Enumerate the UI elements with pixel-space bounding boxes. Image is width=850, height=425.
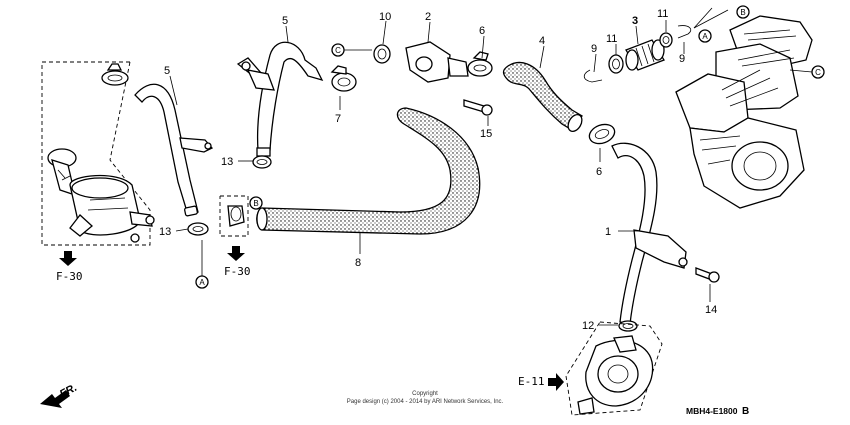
o-ring-13-middle	[252, 155, 272, 169]
marker-b-top: B	[736, 5, 750, 19]
callout-12: 12	[582, 320, 594, 332]
ref-e11: E-11	[518, 373, 564, 391]
ref-f30-middle: F-30	[224, 246, 251, 278]
clip-9-right	[677, 25, 692, 39]
callout-4: 4	[539, 35, 545, 47]
bolt-14	[695, 267, 720, 283]
clip-9-left	[583, 69, 603, 83]
svg-text:A: A	[199, 278, 205, 287]
callout-7: 7	[335, 113, 341, 125]
callout-14: 14	[705, 304, 717, 316]
o-ring-10	[373, 44, 391, 64]
water-connector-3	[625, 39, 665, 71]
callout-2: 2	[425, 11, 431, 23]
callout-1: 1	[605, 226, 611, 238]
down-arrow-icon	[59, 251, 77, 266]
right-arrow-icon	[548, 373, 564, 391]
water-pump-group	[565, 321, 663, 416]
callout-labels: 5 5 10 2 6 4 9 11 3 11 9 7 15 13 13 8 6	[159, 8, 717, 332]
clamp-box-middle	[219, 195, 249, 237]
callout-5-middle: 5	[282, 15, 288, 27]
bolt-15	[463, 99, 493, 116]
water-hose-4	[502, 61, 583, 133]
diagram-suffix: B	[742, 406, 749, 417]
left-assembly-group	[41, 61, 214, 246]
hose-clamp-7	[330, 65, 357, 92]
callout-3: 3	[632, 15, 638, 27]
svg-text:B: B	[253, 199, 258, 208]
marker-c-left: C	[331, 43, 372, 57]
engine-assembly	[675, 15, 813, 209]
o-ring-13-left	[187, 222, 209, 236]
copyright-line-2: Page design (c) 2004 - 2014 by ARI Netwo…	[347, 399, 504, 405]
hose-clamp-6-upper	[467, 51, 493, 77]
copyright-line-1: Copyright	[412, 391, 438, 397]
callout-13-middle: 13	[221, 156, 233, 168]
marker-c-right: C	[789, 65, 825, 79]
hose-clamp-6-lower	[588, 123, 616, 145]
water-hose-5-left	[134, 83, 214, 217]
marker-a-left: A	[195, 240, 209, 289]
ref-f30-left: F-30	[56, 251, 83, 283]
callout-13-left: 13	[159, 226, 171, 238]
fr-direction-arrow-icon: FR.	[40, 382, 79, 408]
marker-b-middle: B	[249, 196, 263, 210]
callout-11-right: 11	[657, 8, 668, 20]
water-hose-8	[256, 107, 481, 235]
o-ring-11-left	[608, 54, 624, 74]
callout-9-left: 9	[591, 43, 597, 55]
svg-text:FR.: FR.	[58, 382, 79, 401]
water-hose-1	[611, 142, 688, 325]
svg-text:C: C	[815, 68, 821, 77]
thermostat-housing	[47, 148, 155, 243]
callout-11-left: 11	[606, 33, 617, 45]
svg-text:F-30: F-30	[224, 265, 251, 278]
svg-text:B: B	[740, 8, 745, 17]
callout-6-upper: 6	[479, 25, 485, 37]
svg-text:A: A	[702, 32, 708, 41]
svg-text:F-30: F-30	[56, 270, 83, 283]
o-ring-11-right	[659, 32, 673, 48]
diagram-code: MBH4-E1800	[686, 406, 738, 416]
callout-10: 10	[379, 11, 391, 23]
svg-text:C: C	[335, 46, 341, 55]
water-hose-5-middle	[236, 41, 324, 157]
callout-15: 15	[480, 128, 492, 140]
down-arrow-icon	[227, 246, 245, 261]
hose-clamp-left	[101, 63, 129, 86]
callout-5-left: 5	[164, 65, 170, 77]
callout-8: 8	[355, 257, 361, 269]
callout-6-lower: 6	[596, 166, 602, 178]
svg-text:E-11: E-11	[518, 375, 545, 388]
o-ring-12	[618, 320, 638, 332]
water-joint-2	[405, 41, 469, 83]
callout-9-right: 9	[679, 53, 685, 65]
marker-a-right: A	[698, 29, 712, 43]
